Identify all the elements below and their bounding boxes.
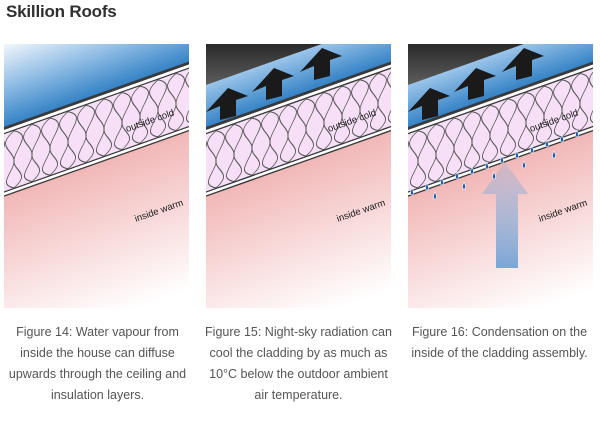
figure-16-caption: Figure 16: Condensation on the inside of… [411, 325, 588, 360]
cold-air-layer [408, 44, 593, 130]
warm-interior-region [206, 130, 391, 308]
figure-14-caption: Figure 14: Water vapour from inside the … [8, 325, 187, 402]
condensation-droplets [410, 129, 579, 200]
radiation-arrows [206, 48, 342, 120]
figure-14-illustration: outside cold inside warm [4, 44, 189, 308]
roof-assembly [4, 61, 189, 197]
outside-sky-region [4, 44, 189, 130]
radiation-arrows [408, 48, 544, 120]
figure-15-illustration: outside cold inside warm [206, 44, 391, 308]
cold-air-layer [206, 44, 391, 130]
figure-15-caption: Figure 15: Night-sky radiation can cool … [205, 325, 392, 402]
vapour-arrow [482, 162, 528, 268]
warm-interior-region [4, 130, 189, 308]
roof-assembly [206, 61, 391, 197]
figure-16-illustration: outside cold inside warm [408, 44, 593, 308]
page-title: Skillion Roofs [6, 2, 117, 21]
